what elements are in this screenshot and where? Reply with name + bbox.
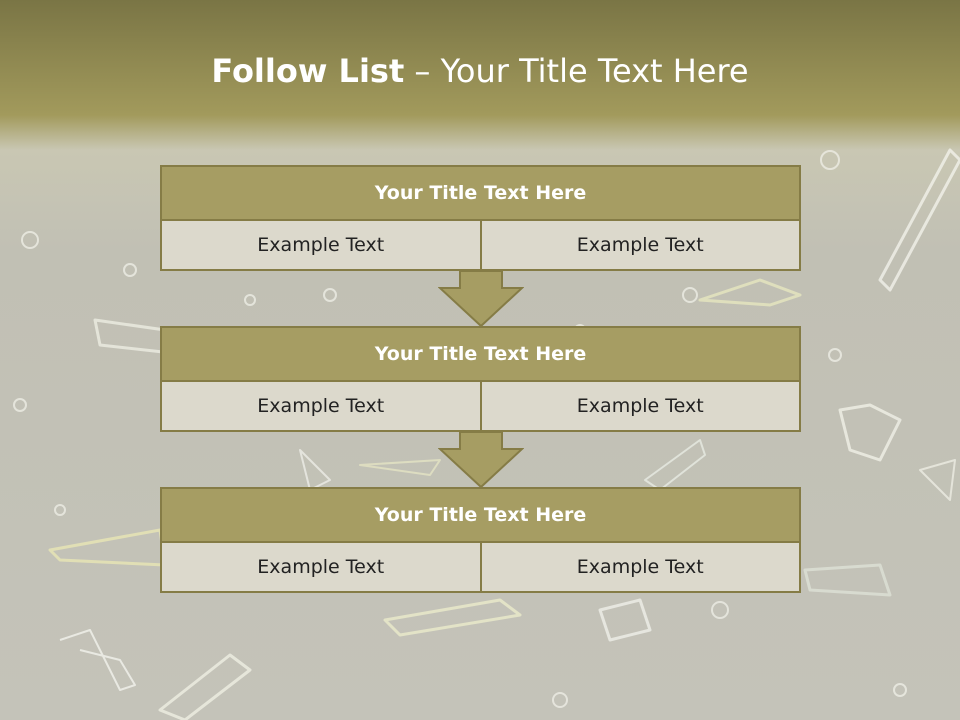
step-text-left[interactable]: Example Text bbox=[160, 543, 482, 593]
step-text-right[interactable]: Example Text bbox=[481, 543, 801, 593]
step-text-left[interactable]: Example Text bbox=[160, 382, 482, 432]
step-text-right[interactable]: Example Text bbox=[481, 382, 801, 432]
step-title[interactable]: Your Title Text Here bbox=[160, 487, 801, 543]
step-text-right[interactable]: Example Text bbox=[481, 221, 801, 271]
slide-title: Follow List – Your Title Text Here bbox=[0, 52, 960, 90]
title-rest: – Your Title Text Here bbox=[404, 52, 749, 90]
step-block-1: Your Title Text Here Example Text Exampl… bbox=[160, 165, 801, 271]
step-row: Example Text Example Text bbox=[160, 543, 801, 593]
title-bold: Follow List bbox=[211, 52, 405, 90]
down-arrow-icon bbox=[438, 431, 524, 489]
down-arrow-icon bbox=[438, 270, 524, 328]
step-text-left[interactable]: Example Text bbox=[160, 221, 482, 271]
step-row: Example Text Example Text bbox=[160, 221, 801, 271]
step-title[interactable]: Your Title Text Here bbox=[160, 326, 801, 382]
step-block-2: Your Title Text Here Example Text Exampl… bbox=[160, 326, 801, 432]
step-block-3: Your Title Text Here Example Text Exampl… bbox=[160, 487, 801, 593]
step-title[interactable]: Your Title Text Here bbox=[160, 165, 801, 221]
step-row: Example Text Example Text bbox=[160, 382, 801, 432]
